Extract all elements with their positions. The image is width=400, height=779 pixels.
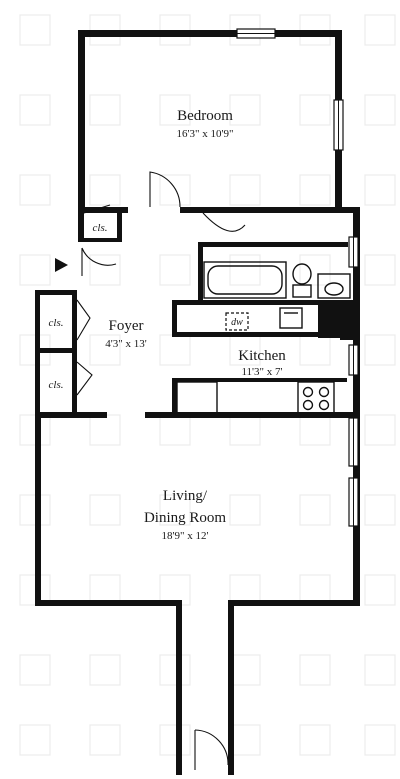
closet-upper-label: cls. xyxy=(93,222,108,234)
entry-door[interactable] xyxy=(81,247,117,276)
closet-middle xyxy=(35,290,91,418)
foyer-dims: 4'3" x 13' xyxy=(105,338,146,350)
living-window-lower xyxy=(348,477,359,527)
living-room-walls xyxy=(35,412,360,606)
living-window-upper xyxy=(348,417,359,467)
bathtub-icon xyxy=(203,261,287,299)
living-upper-wall-left xyxy=(35,412,107,418)
bedroom-right-window xyxy=(333,99,344,151)
kitchen-sink-icon xyxy=(279,307,303,329)
dishwasher-icon: dw xyxy=(225,312,249,331)
triangle-right-icon xyxy=(55,258,68,272)
bedroom-door[interactable] xyxy=(149,171,181,208)
foyer-name: Foyer xyxy=(109,318,144,334)
bedroom-name: Bedroom xyxy=(177,108,233,124)
living-name-line2: Dining Room xyxy=(144,510,226,526)
kitchen-dims: 11'3" x 7' xyxy=(241,366,282,378)
sink-icon xyxy=(317,273,351,299)
bedroom-lower-wall-left xyxy=(78,207,128,213)
bathroom-window xyxy=(348,236,359,268)
kitchen-window xyxy=(348,344,359,376)
dishwasher-label: dw xyxy=(231,317,243,328)
kitchen-walls xyxy=(172,300,358,340)
bedroom-dims: 16'3" x 10'9" xyxy=(177,128,234,140)
living-upper-wall-right xyxy=(145,412,360,418)
hallway-door[interactable] xyxy=(194,729,229,770)
bedroom-lower-wall-right xyxy=(180,207,360,213)
closet-upper xyxy=(78,204,122,242)
bathroom-door[interactable] xyxy=(202,212,246,232)
closet-lower xyxy=(72,353,93,413)
kitchen-name: Kitchen xyxy=(238,348,286,364)
stove-icon xyxy=(302,386,330,411)
closet-lower-label: cls. xyxy=(49,379,64,391)
closet-middle-label: cls. xyxy=(49,317,64,329)
hallway-walls xyxy=(176,600,234,775)
bedroom-top-window xyxy=(236,28,276,39)
living-dims: 18'9" x 12' xyxy=(162,530,209,542)
living-name-line1: Living/ xyxy=(163,488,208,504)
toilet-icon xyxy=(292,263,312,298)
kitchen-lower-counter xyxy=(172,378,347,416)
